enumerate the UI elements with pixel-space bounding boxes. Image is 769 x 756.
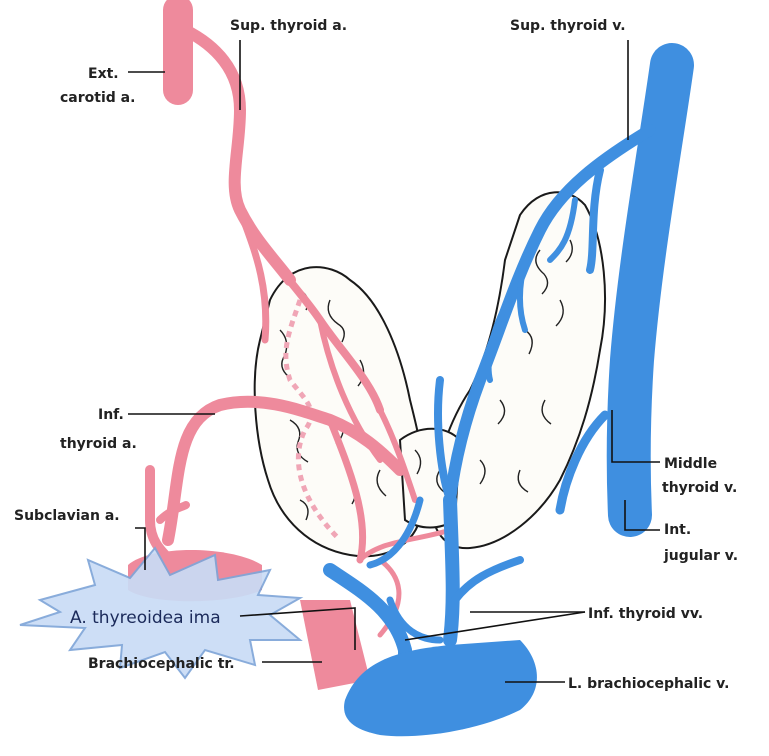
- label-thyreoidea-ima: A. thyreoidea ima: [70, 608, 221, 628]
- label-sup-thyroid-artery: Sup. thyroid a.: [230, 18, 347, 34]
- label-middle-thyroid-vein-2: thyroid v.: [662, 480, 737, 496]
- label-inf-thyroid-artery-1: Inf.: [98, 407, 124, 423]
- right-lobe: [255, 267, 424, 556]
- label-ext-carotid-1: Ext.: [88, 66, 119, 82]
- label-int-jugular-1: Int.: [664, 522, 691, 538]
- label-l-brachiocephalic-vein: L. brachiocephalic v.: [568, 676, 729, 692]
- left-lobe: [432, 192, 605, 548]
- label-int-jugular-2: jugular v.: [663, 548, 738, 564]
- thyroid-gland: [255, 192, 605, 556]
- label-brachiocephalic-trunk: Brachiocephalic tr.: [88, 656, 235, 672]
- label-ext-carotid-2: carotid a.: [60, 90, 135, 106]
- label-inf-thyroid-veins: Inf. thyroid vv.: [588, 606, 703, 622]
- label-subclavian-artery: Subclavian a.: [14, 508, 120, 524]
- label-inf-thyroid-artery-2: thyroid a.: [60, 436, 137, 452]
- superior-thyroid-artery: [185, 30, 290, 280]
- label-middle-thyroid-vein-1: Middle: [664, 456, 717, 472]
- label-sup-thyroid-vein: Sup. thyroid v.: [510, 18, 626, 34]
- left-brachiocephalic-vein: [344, 640, 537, 736]
- inferior-thyroid-vein-left: [450, 500, 453, 640]
